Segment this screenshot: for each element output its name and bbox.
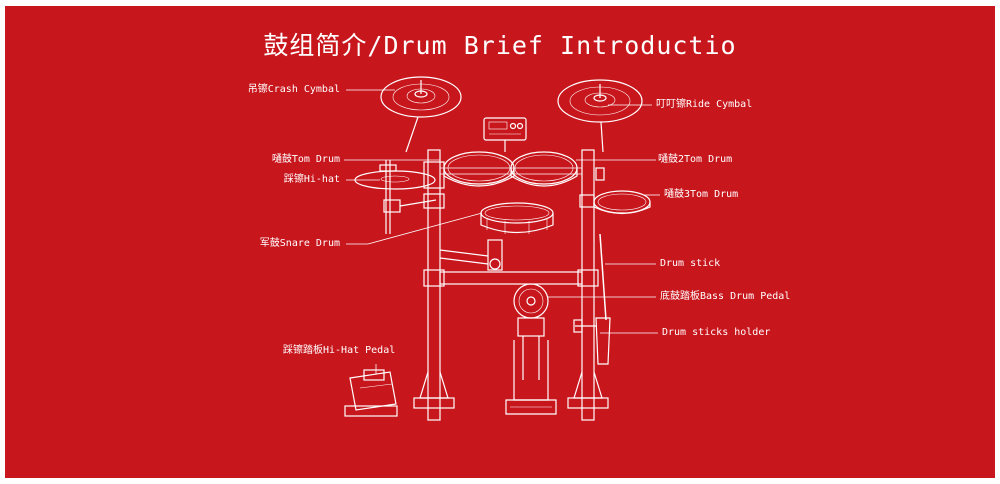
label-drum-stick: Drum stick: [660, 258, 720, 270]
leader-snare: [368, 213, 482, 244]
label-ride-cymbal: 叮叮镲Ride Cymbal: [656, 99, 752, 111]
label-snare-drum: 军鼓Snare Drum: [260, 238, 340, 250]
leader-lines: [344, 90, 660, 374]
tom-drum-2: [511, 152, 577, 186]
label-drum-sticks-holder: Drum sticks holder: [662, 327, 770, 339]
label-tom-drum-2: 嗵鼓2Tom Drum: [658, 154, 732, 166]
label-hi-hat: 踩镲Hi-hat: [284, 174, 340, 186]
bass-drum-pedal: [506, 284, 556, 414]
rack-frame: [414, 150, 608, 420]
label-bass-drum-pedal: 底鼓踏板Bass Drum Pedal: [660, 291, 790, 303]
tom-drum-3: [594, 191, 650, 214]
label-tom-drum: 嗵鼓Tom Drum: [272, 154, 340, 166]
tom-drum-1: [444, 152, 514, 186]
drum-module: [484, 118, 526, 152]
label-hi-hat-pedal: 踩镲踏板Hi-Hat Pedal: [283, 345, 395, 357]
label-tom-drum-3: 嗵鼓3Tom Drum: [664, 189, 738, 201]
label-crash-cymbal: 吊镲Crash Cymbal: [248, 84, 340, 96]
crash-cymbal: [381, 77, 461, 152]
hi-hat-pedal: [345, 370, 397, 416]
ride-cymbal: [558, 80, 642, 152]
drum-stick-and-holder: [574, 234, 610, 364]
snare-drum: [481, 203, 553, 234]
